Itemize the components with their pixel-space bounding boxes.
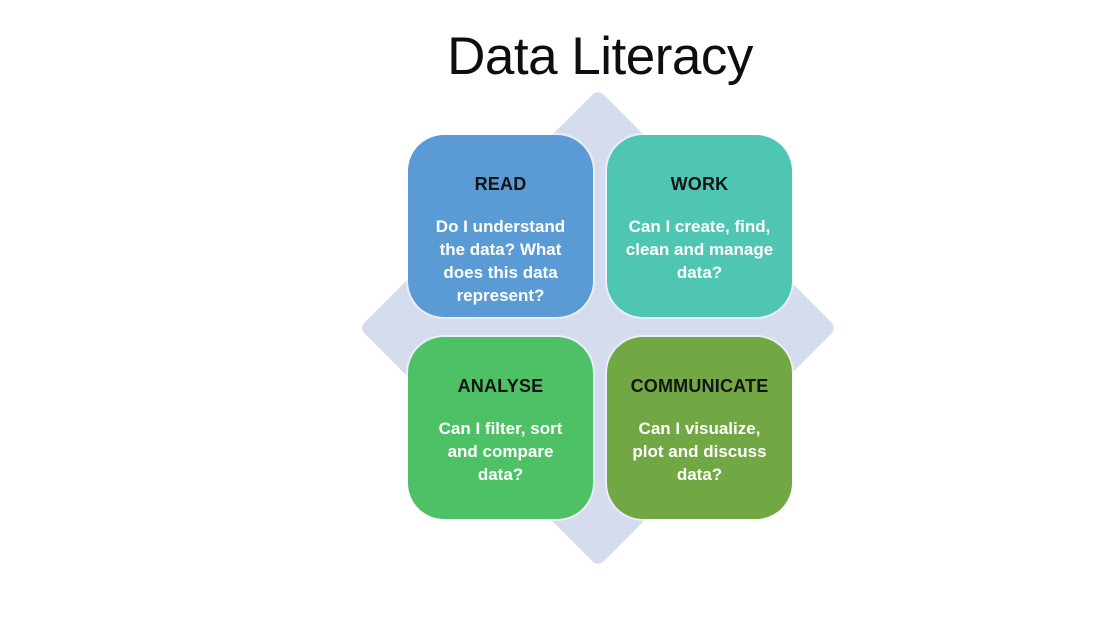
quadrant-analyse-description: Can I filter, sort and compare data? (438, 419, 563, 484)
quadrant-communicate-description: Can I visualize, plot and discuss data? (632, 419, 767, 484)
quadrant-communicate: COMMUNICATE Can I visualize, plot and di… (607, 337, 792, 519)
slide-title: Data Literacy (447, 27, 753, 86)
quadrant-work-title: WORK (670, 174, 729, 194)
quadrant-read: READ Do I understand the data? What does… (408, 135, 593, 317)
quadrant-work-description: Can I create, find, clean and manage dat… (625, 217, 774, 282)
quadrant-read-title: READ (474, 174, 527, 194)
quadrant-read-description: Do I understand the data? What does this… (435, 217, 566, 305)
quadrant-communicate-title: COMMUNICATE (630, 376, 769, 396)
quadrant-analyse: ANALYSE Can I filter, sort and compare d… (408, 337, 593, 519)
quadrant-analyse-title: ANALYSE (457, 376, 544, 396)
quadrant-work: WORK Can I create, find, clean and manag… (607, 135, 792, 317)
